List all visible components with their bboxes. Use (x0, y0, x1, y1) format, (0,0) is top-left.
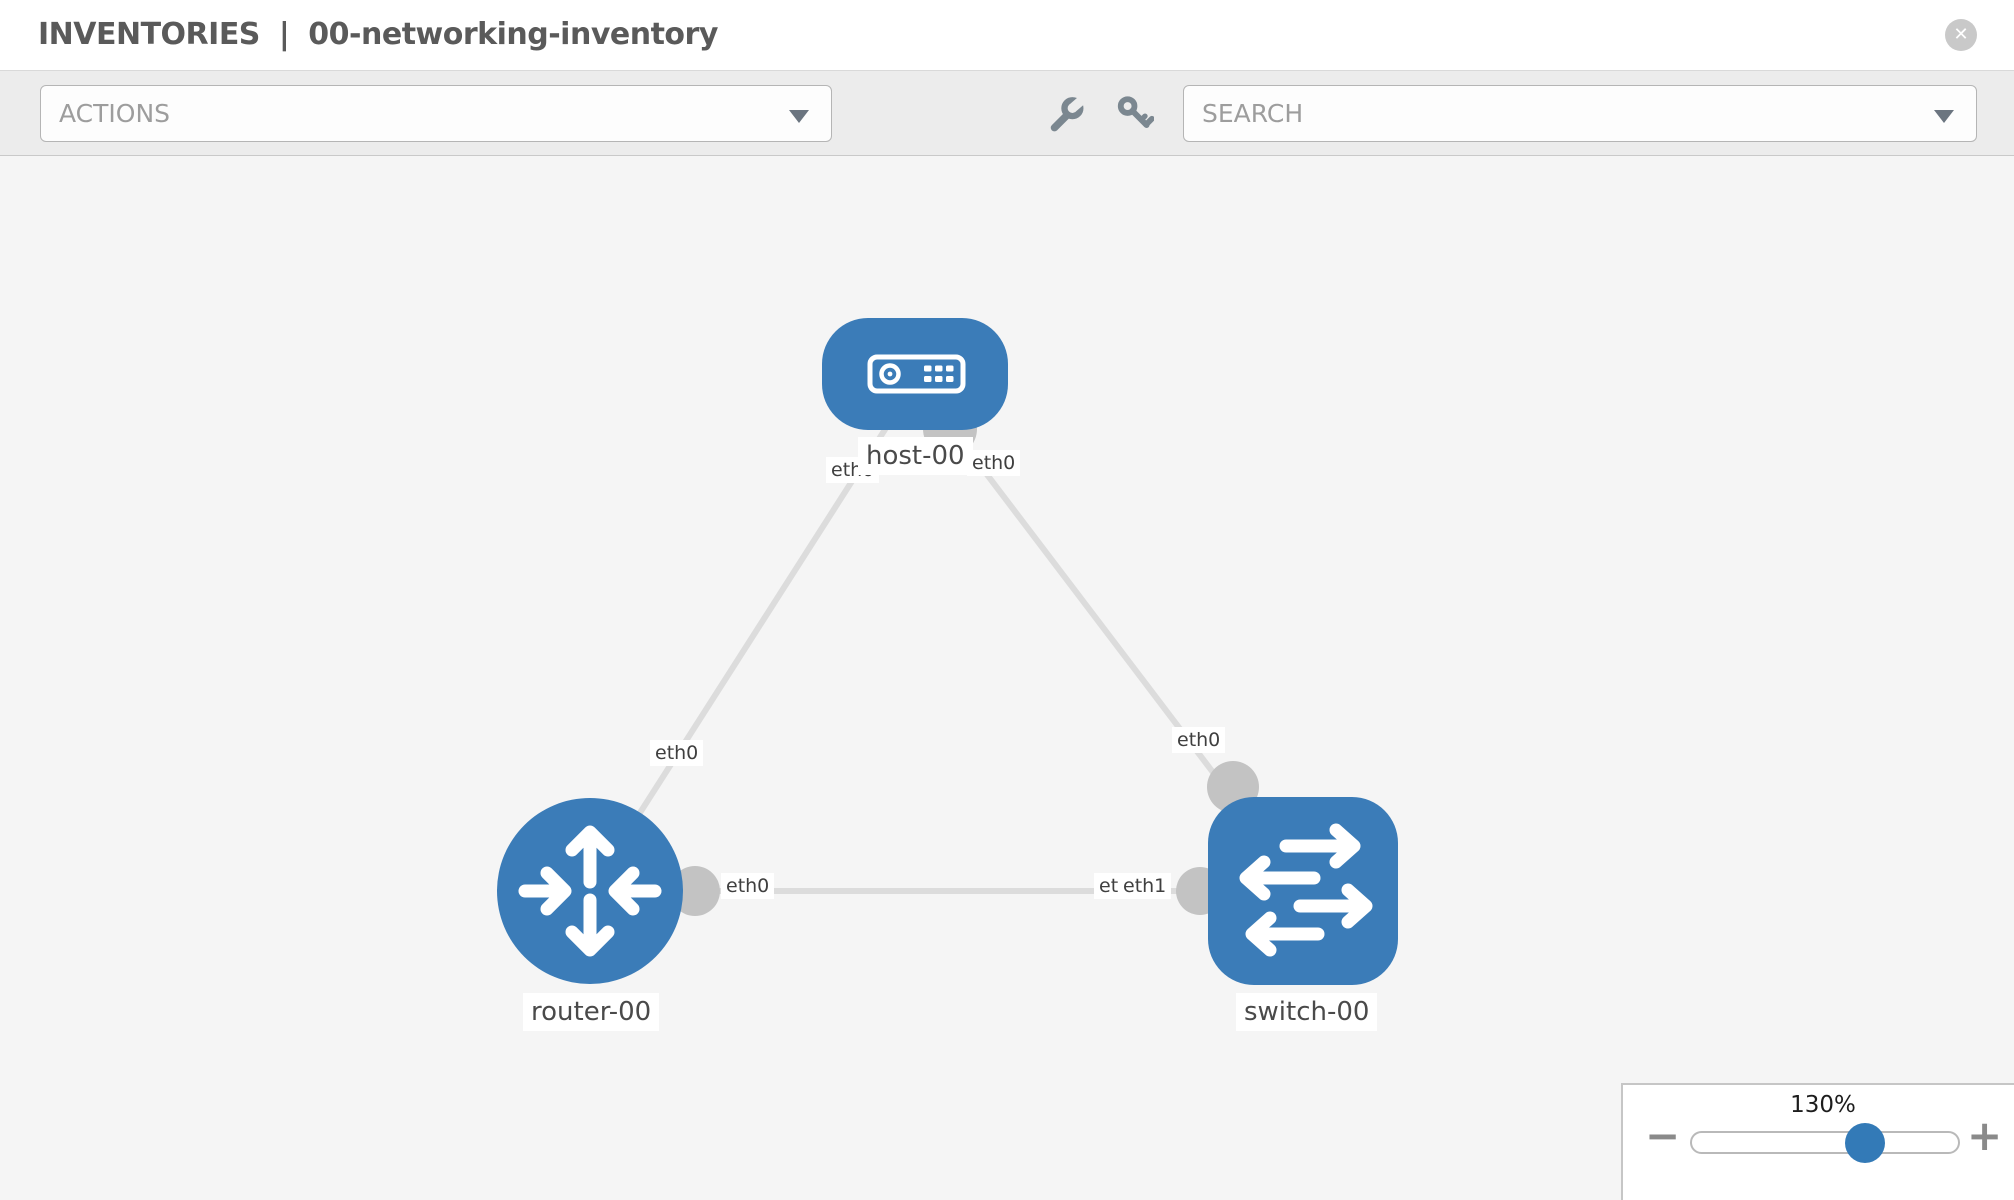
zoom-control-panel: 130% − + (1621, 1083, 2014, 1200)
iface-label-switch-eth0-uplink: eth0 (1172, 727, 1226, 753)
zoom-level-value: 130% (1790, 1092, 1856, 1118)
wrench-icon[interactable] (1046, 95, 1084, 133)
zoom-in-button[interactable]: + (1967, 1111, 2003, 1160)
iface-label-host-eth0-right: eth0 (967, 450, 1021, 476)
iface-label-router-eth0: eth0 (721, 873, 775, 899)
connector-router-right (670, 866, 720, 916)
key-icon[interactable] (1116, 95, 1154, 133)
breadcrumb-inventories-link[interactable]: INVENTORIES (38, 17, 260, 52)
router-icon (518, 825, 662, 957)
iface-label-router-eth0-uplink: eth0 (650, 740, 704, 766)
zoom-out-button[interactable]: − (1645, 1111, 1681, 1160)
switch-icon (1239, 823, 1373, 957)
topology-canvas[interactable]: host-00 router-00 switch-00 eth0 eth0 et… (0, 157, 2014, 1200)
close-icon[interactable]: ✕ (1945, 19, 1977, 51)
search-dropdown-label: SEARCH (1202, 99, 1304, 128)
node-router-00[interactable] (497, 798, 683, 984)
zoom-slider-track[interactable] (1690, 1131, 1960, 1154)
toolbar: ACTIONS SEARCH (0, 71, 2014, 156)
breadcrumb-separator: | (278, 17, 290, 52)
node-host-00[interactable] (822, 318, 1008, 430)
breadcrumb: INVENTORIES | 00-networking-inventory (38, 0, 727, 70)
zoom-slider-handle[interactable] (1845, 1123, 1885, 1163)
header-bar: INVENTORIES | 00-networking-inventory ✕ (0, 0, 2014, 71)
iface-label-switch-eth1: eth1 (1118, 873, 1172, 899)
chevron-down-icon (789, 110, 809, 123)
node-label-host: host-00 (858, 437, 973, 475)
page-title: 00-networking-inventory (308, 17, 718, 52)
host-icon (867, 354, 966, 394)
search-dropdown[interactable]: SEARCH (1183, 85, 1977, 142)
topology-links-layer (587, 379, 1306, 916)
node-label-router: router-00 (523, 993, 660, 1031)
node-label-switch: switch-00 (1236, 993, 1378, 1031)
actions-dropdown-label: ACTIONS (59, 99, 171, 128)
chevron-down-icon (1934, 110, 1954, 123)
node-switch-00[interactable] (1208, 797, 1398, 985)
actions-dropdown[interactable]: ACTIONS (40, 85, 832, 142)
